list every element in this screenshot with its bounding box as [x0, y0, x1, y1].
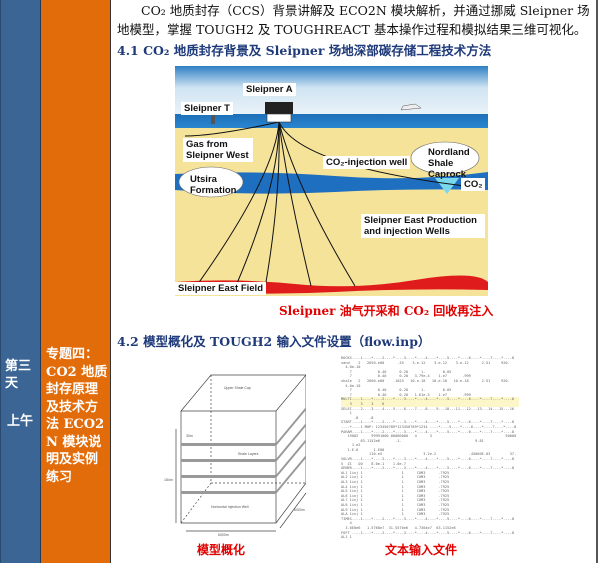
label-height: 184m — [164, 478, 173, 482]
figure-caption-model: 模型概化 — [197, 543, 246, 557]
file-line: TIMES----1----*----2----*----3----*----4… — [341, 516, 515, 521]
input-file-listing: ROCKS----1----*----2----*----3----*----4… — [341, 356, 519, 539]
file-line: 4 — [341, 521, 352, 526]
file-line: sand 2 2650.e00 .35 3.e-12 3.e-12 3.e-12… — [341, 360, 510, 365]
file-line: 4.0e-10 — [341, 383, 361, 388]
day-column: 第三天 上午 — [0, 0, 41, 563]
day-label: 第三天 — [5, 359, 32, 391]
label-sleipner-a: Sleipner A — [243, 83, 296, 96]
file-line: 7 0.40 0.20 1.61e-5 1.e7 .999 — [341, 392, 471, 397]
file-line: ----*----1 MOP: 123456789*123456789*1234… — [341, 424, 517, 429]
file-line: START----1----*----2----*----3----*----4… — [341, 420, 515, 425]
file-line: FOFT ----1----*----2----*----3----*----4… — [341, 530, 515, 535]
file-line: AL2 1inj 1 1 COM3 .7925 — [341, 475, 450, 480]
file-line: ALA 1inj 1 1 COM3 .7925 — [341, 512, 450, 517]
label-layer: 30m — [186, 434, 193, 438]
label-east-wells: Sleipner East Production and injection W… — [361, 214, 485, 238]
topic-title: 专题四：CO2 地质封存原理及技术方法 ECO2N 模块说明及实例练习 — [46, 347, 108, 485]
file-line: 1.e2 — [341, 443, 361, 448]
label-well: Horizontal Injection Well — [211, 505, 249, 509]
figure-caption-input-file: 文本输入文件 — [385, 543, 458, 557]
file-line: AL7 1inj 1 1 COM3 .7925 — [341, 498, 450, 503]
file-line: 5 Z1 O0 8.0e-1 1.0e-7 — [341, 461, 406, 466]
section-heading-4-2: 4.2 模型概化及 TOUGH2 输入文件设置（flow.inp） — [117, 334, 431, 349]
period-label: 上午 — [7, 414, 34, 429]
label-injection-well: CO₂-injection well — [323, 156, 411, 169]
file-line: 4.0e-10 — [341, 365, 361, 370]
label-nordland: Nordland Shale Caprock — [428, 147, 470, 180]
file-line: AL9 1inj 1 1 COM3 .7925 — [341, 507, 450, 512]
file-line: 1 — [341, 411, 352, 416]
label-y-length: 6000m — [294, 508, 305, 512]
file-line: AL1 1inj 1 1 COM3 .7925 — [341, 470, 450, 475]
label-cap: Upper Shale Cap — [224, 386, 251, 390]
topic-column: 专题四：CO2 地质封存原理及技术方法 ECO2N 模块说明及实例练习 — [41, 0, 111, 563]
intro-paragraph: CO₂ 地质封存（CCS）背景讲解及 ECO2N 模块解析，并通过挪威 Slei… — [117, 3, 590, 37]
section-heading-4-1: 4.1 CO₂ 地质封存背景及 Sleipner 场地深部碳存储工程技术方法 — [117, 43, 492, 58]
label-shale: Shale Layers — [238, 452, 259, 456]
file-line: 7 0.40 0.20 1. 0.05 — [341, 388, 452, 393]
file-line: AL3 1inj 1 1 COM3 .7925 — [341, 480, 450, 485]
file-line: SOLVR----1----*----2----*----3----*----4… — [341, 457, 515, 462]
label-east-field: Sleipner East Field — [175, 282, 266, 295]
3d-model-box-illustration: Upper Shale Cap Shale Layers Horizontal … — [164, 374, 307, 537]
file-line: 110.e5 3.2e-2 .45000E-03 37. — [341, 452, 517, 457]
file-line: AL1 1 — [341, 535, 352, 539]
file-line: AL5 1inj 1 1 COM3 .7925 — [341, 489, 450, 494]
file-line: 19002 99991000 00000000 4 3 50000 — [341, 434, 517, 439]
figure-caption-sleipner: Sleipner 油气开采和 CO₂ 回收再注入 — [279, 304, 494, 318]
file-line: 3 3 3 6 — [341, 401, 519, 407]
file-line: PARAM----1----*----2----*----3----*----4… — [341, 429, 515, 434]
label-x-length: 6000m — [218, 533, 229, 537]
sleipner-diagram: Sleipner A Sleipner T Gas from Sleipner … — [175, 66, 488, 296]
file-line: ROCKS----1----*----2----*----3----*----4… — [341, 356, 515, 360]
content-cell: CO₂ 地质封存（CCS）背景讲解及 ECO2N 模块解析，并通过挪威 Slei… — [111, 0, 598, 563]
file-line: AL6 1inj 1 1 COM3 .7925 — [341, 493, 450, 498]
file-line: 7 0.40 0.20 3.79e-4 1.e7 .999 — [341, 374, 471, 379]
file-line: 1.E-6 1.E00 — [341, 447, 385, 452]
file-line: AL8 1inj 1 1 COM3 .7925 — [341, 503, 450, 507]
file-line: 63.1152e6 -1. 9.81 — [341, 438, 484, 443]
label-utsira: Utsira Formation — [190, 174, 237, 196]
file-line: AL4 1inj 1 1 COM3 .7925 — [341, 484, 450, 489]
model-diagram: Upper Shale Cap Shale Layers Horizontal … — [156, 363, 307, 538]
file-line: SELEC....2....3....4....5....6....7....8… — [341, 406, 515, 411]
file-line: MULTI----1----*----2----*----3----*----4… — [341, 397, 519, 402]
label-co2: CO₂ — [461, 178, 486, 191]
label-gas-from: Gas from Sleipner West — [183, 138, 253, 162]
file-line: 3.0E0e6 1.5768e7 31.5576e6 4.7304e7 63.1… — [341, 525, 456, 530]
label-sleipner-t: Sleipner T — [181, 102, 233, 115]
file-line: shale 2 2600.e00 .1025 10.e-18 10.e-18 1… — [341, 378, 510, 383]
file-line: GENER----1----*----2----*----3----*----4… — [341, 466, 515, 471]
file-line: .8 .8 — [341, 415, 374, 420]
file-line: 7 0.40 0.20 1. 0.05 — [341, 369, 452, 374]
